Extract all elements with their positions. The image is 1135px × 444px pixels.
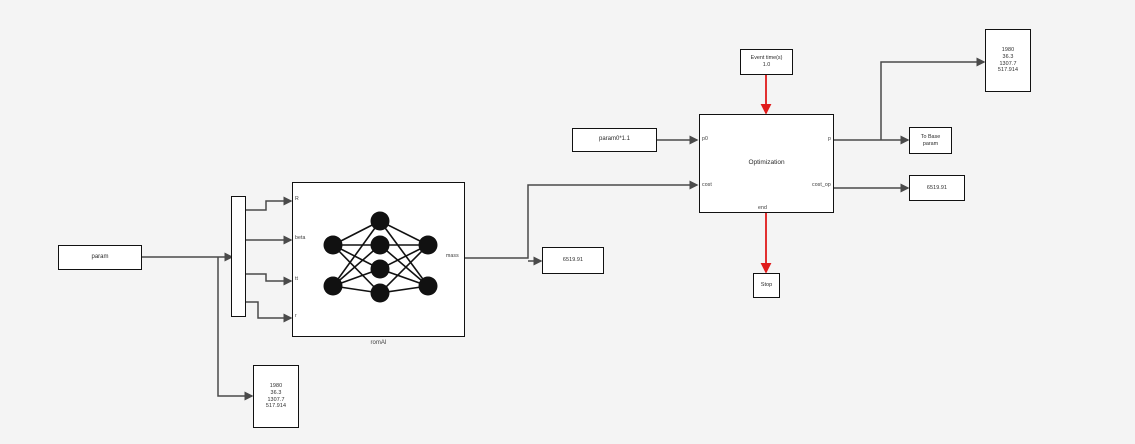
block-event-time-value: 1.0 — [762, 62, 771, 68]
port-label-optimization-p: p — [828, 136, 831, 142]
port-label-optimization-cost: cost — [702, 182, 712, 188]
block-stop[interactable]: Stop — [753, 273, 780, 298]
display-mass-value: 6519.91 — [562, 257, 584, 264]
port-label-romai-tt: tt — [295, 276, 299, 282]
display-param-bottom[interactable]: 1980 36.3 1307.7 517.914 — [253, 365, 299, 428]
port-label-romai-R: R — [295, 196, 299, 202]
display-cost-value: 6519.91 — [926, 184, 948, 191]
display-param-bottom-value: 1980 36.3 1307.7 517.914 — [265, 383, 287, 410]
block-param-label: param — [91, 253, 109, 260]
block-param[interactable]: param — [58, 245, 142, 270]
port-label-optimization-end: end — [758, 205, 767, 211]
block-to-base-param-label: To Base param — [920, 133, 941, 147]
port-label-romai-r: r — [295, 313, 297, 319]
block-optimization-label: Optimization — [748, 159, 785, 167]
block-param-scaled-label: param0*1.1 — [598, 136, 631, 143]
block-event-time-label: Event time(s) — [750, 55, 783, 62]
neural-network-graphic — [323, 211, 438, 303]
block-demux[interactable] — [231, 196, 246, 317]
port-label-optimization-cost-op: cost_op — [812, 182, 831, 188]
display-param-top-value: 1980 36.3 1307.7 517.914 — [997, 47, 1019, 74]
block-to-base-param[interactable]: To Base param — [909, 127, 952, 154]
display-param-top[interactable]: 1980 36.3 1307.7 517.914 — [985, 29, 1031, 92]
port-label-optimization-p0: p0 — [702, 136, 708, 142]
display-cost[interactable]: 6519.91 — [909, 175, 965, 201]
block-optimization[interactable]: Optimization — [699, 114, 834, 213]
port-label-romai-mass: mass — [446, 253, 459, 259]
block-romai-name: romAI — [370, 340, 387, 346]
block-event-time[interactable]: Event time(s) 1.0 — [740, 49, 793, 75]
block-stop-label: Stop — [760, 282, 773, 288]
block-param-scaled[interactable]: param0*1.1 — [572, 128, 657, 152]
port-label-romai-beta: beta — [295, 235, 306, 241]
display-mass[interactable]: 6519.91 — [542, 247, 604, 274]
block-romai[interactable] — [292, 182, 465, 337]
